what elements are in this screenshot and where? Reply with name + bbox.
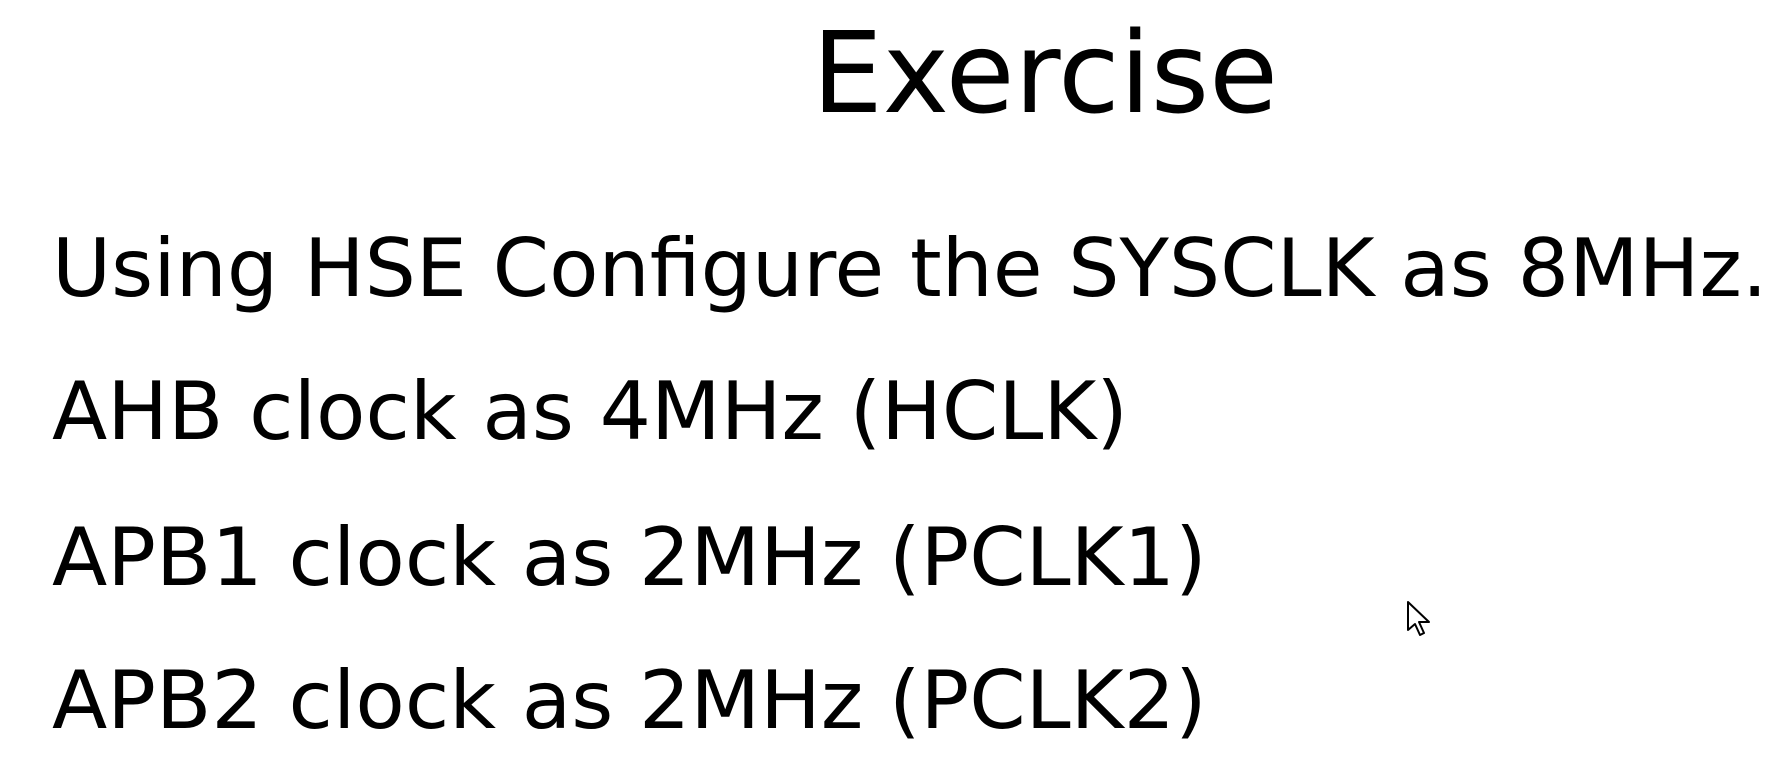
exercise-line-ahb: AHB clock as 4MHz (HCLK) <box>52 365 1128 458</box>
mouse-pointer-icon <box>1407 601 1430 636</box>
exercise-line-sysclk: Using HSE Configure the SYSCLK as 8MHz. <box>52 222 1768 315</box>
exercise-line-apb2: APB2 clock as 2MHz (PCLK2) <box>52 654 1207 747</box>
slide-title: Exercise <box>811 9 1279 139</box>
exercise-line-apb1: APB1 clock as 2MHz (PCLK1) <box>52 511 1207 604</box>
